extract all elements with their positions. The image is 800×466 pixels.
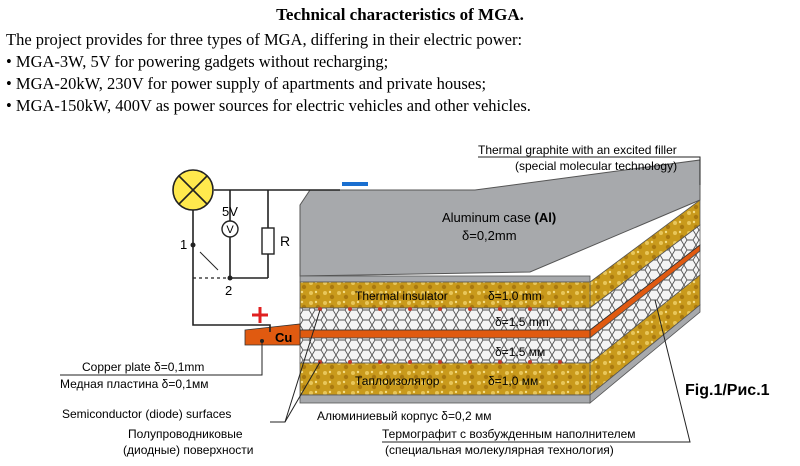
top-note-line1: Thermal graphite with an excited filler — [478, 143, 677, 157]
aluminum-thickness-label: δ=0,2mm — [462, 228, 517, 243]
front-copper-plate — [299, 329, 591, 339]
semiconductor-ru-1: Полупроводниковые — [128, 427, 243, 441]
insulator-thickness-bottom: δ=1,0 мм — [488, 374, 538, 388]
circuit-wires — [192, 189, 340, 332]
graphite-ru-1: Термографит с возбужденным наполнителем — [382, 427, 636, 441]
front-aluminum-bottom — [299, 394, 591, 404]
front-insulator-top — [299, 281, 591, 309]
graphite-ru-2: (специальная молекулярная технология) — [385, 443, 614, 457]
switch-terminal — [227, 275, 233, 281]
insulator-ru-label: Таплоизолятор — [355, 374, 440, 388]
graphite-thickness-top: δ=1,5 mm — [495, 315, 549, 329]
voltmeter-icon — [221, 220, 239, 238]
copper-plate-ru: Медная пластина δ=0,1мм — [60, 377, 209, 391]
switch-arrow — [199, 251, 219, 271]
thermal-insulator-label: Thermal insulator — [355, 289, 448, 303]
semiconductor-ru-2: (диодные) поверхности — [123, 443, 254, 457]
switch-pos-2: 2 — [225, 283, 232, 298]
page-title: Technical characteristics of MGA. — [276, 5, 524, 24]
bullet-item: • MGA-150kW, 400V as power sources for e… — [6, 96, 531, 115]
bullet-item: • MGA-3W, 5V for powering gadgets withou… — [6, 52, 389, 71]
front-insulator-bottom — [299, 362, 591, 396]
semiconductor-en: Semiconductor (diode) surfaces — [62, 407, 231, 421]
resistor-icon — [261, 227, 275, 255]
intro-text: The project provides for three types of … — [6, 30, 523, 49]
bullet-item: • MGA-20kW, 230V for power supply of apa… — [6, 74, 487, 93]
lamp-icon — [172, 169, 214, 211]
copper-plate-en: Copper plate δ=0,1mm — [82, 360, 204, 374]
front-aluminum-top — [299, 275, 591, 283]
figure-label: Fig.1/Рис.1 — [685, 382, 770, 399]
top-note-leader — [478, 156, 701, 185]
voltage-label: 5V — [222, 204, 238, 219]
switch-terminal — [190, 242, 196, 248]
graphite-leader — [382, 299, 691, 443]
voltmeter-label: V — [226, 224, 234, 236]
aluminum-case-label: Aluminum case (Al) — [442, 210, 556, 225]
aluminum-top-surface — [299, 159, 701, 277]
semiconductor-leader-2 — [284, 361, 321, 423]
cu-label: Cu — [275, 330, 292, 345]
insulator-thickness-top: δ=1,0 mm — [488, 289, 542, 303]
plus-terminal-icon — [252, 307, 268, 323]
resistor-label: R — [280, 233, 290, 249]
front-graphite-bottom — [299, 337, 591, 364]
copper-tab-dot — [260, 339, 264, 343]
minus-terminal-icon — [342, 182, 368, 186]
copper-leader — [60, 343, 263, 376]
copper-tab — [244, 323, 301, 346]
aluminum-case-ru: Алюминиевый корпус δ=0,2 мм — [317, 409, 492, 423]
graphite-thickness-bottom: δ=1,5 мм — [495, 345, 545, 359]
switch-pos-1: 1 — [180, 237, 187, 252]
top-note-line2: (special molecular technology) — [515, 159, 677, 173]
